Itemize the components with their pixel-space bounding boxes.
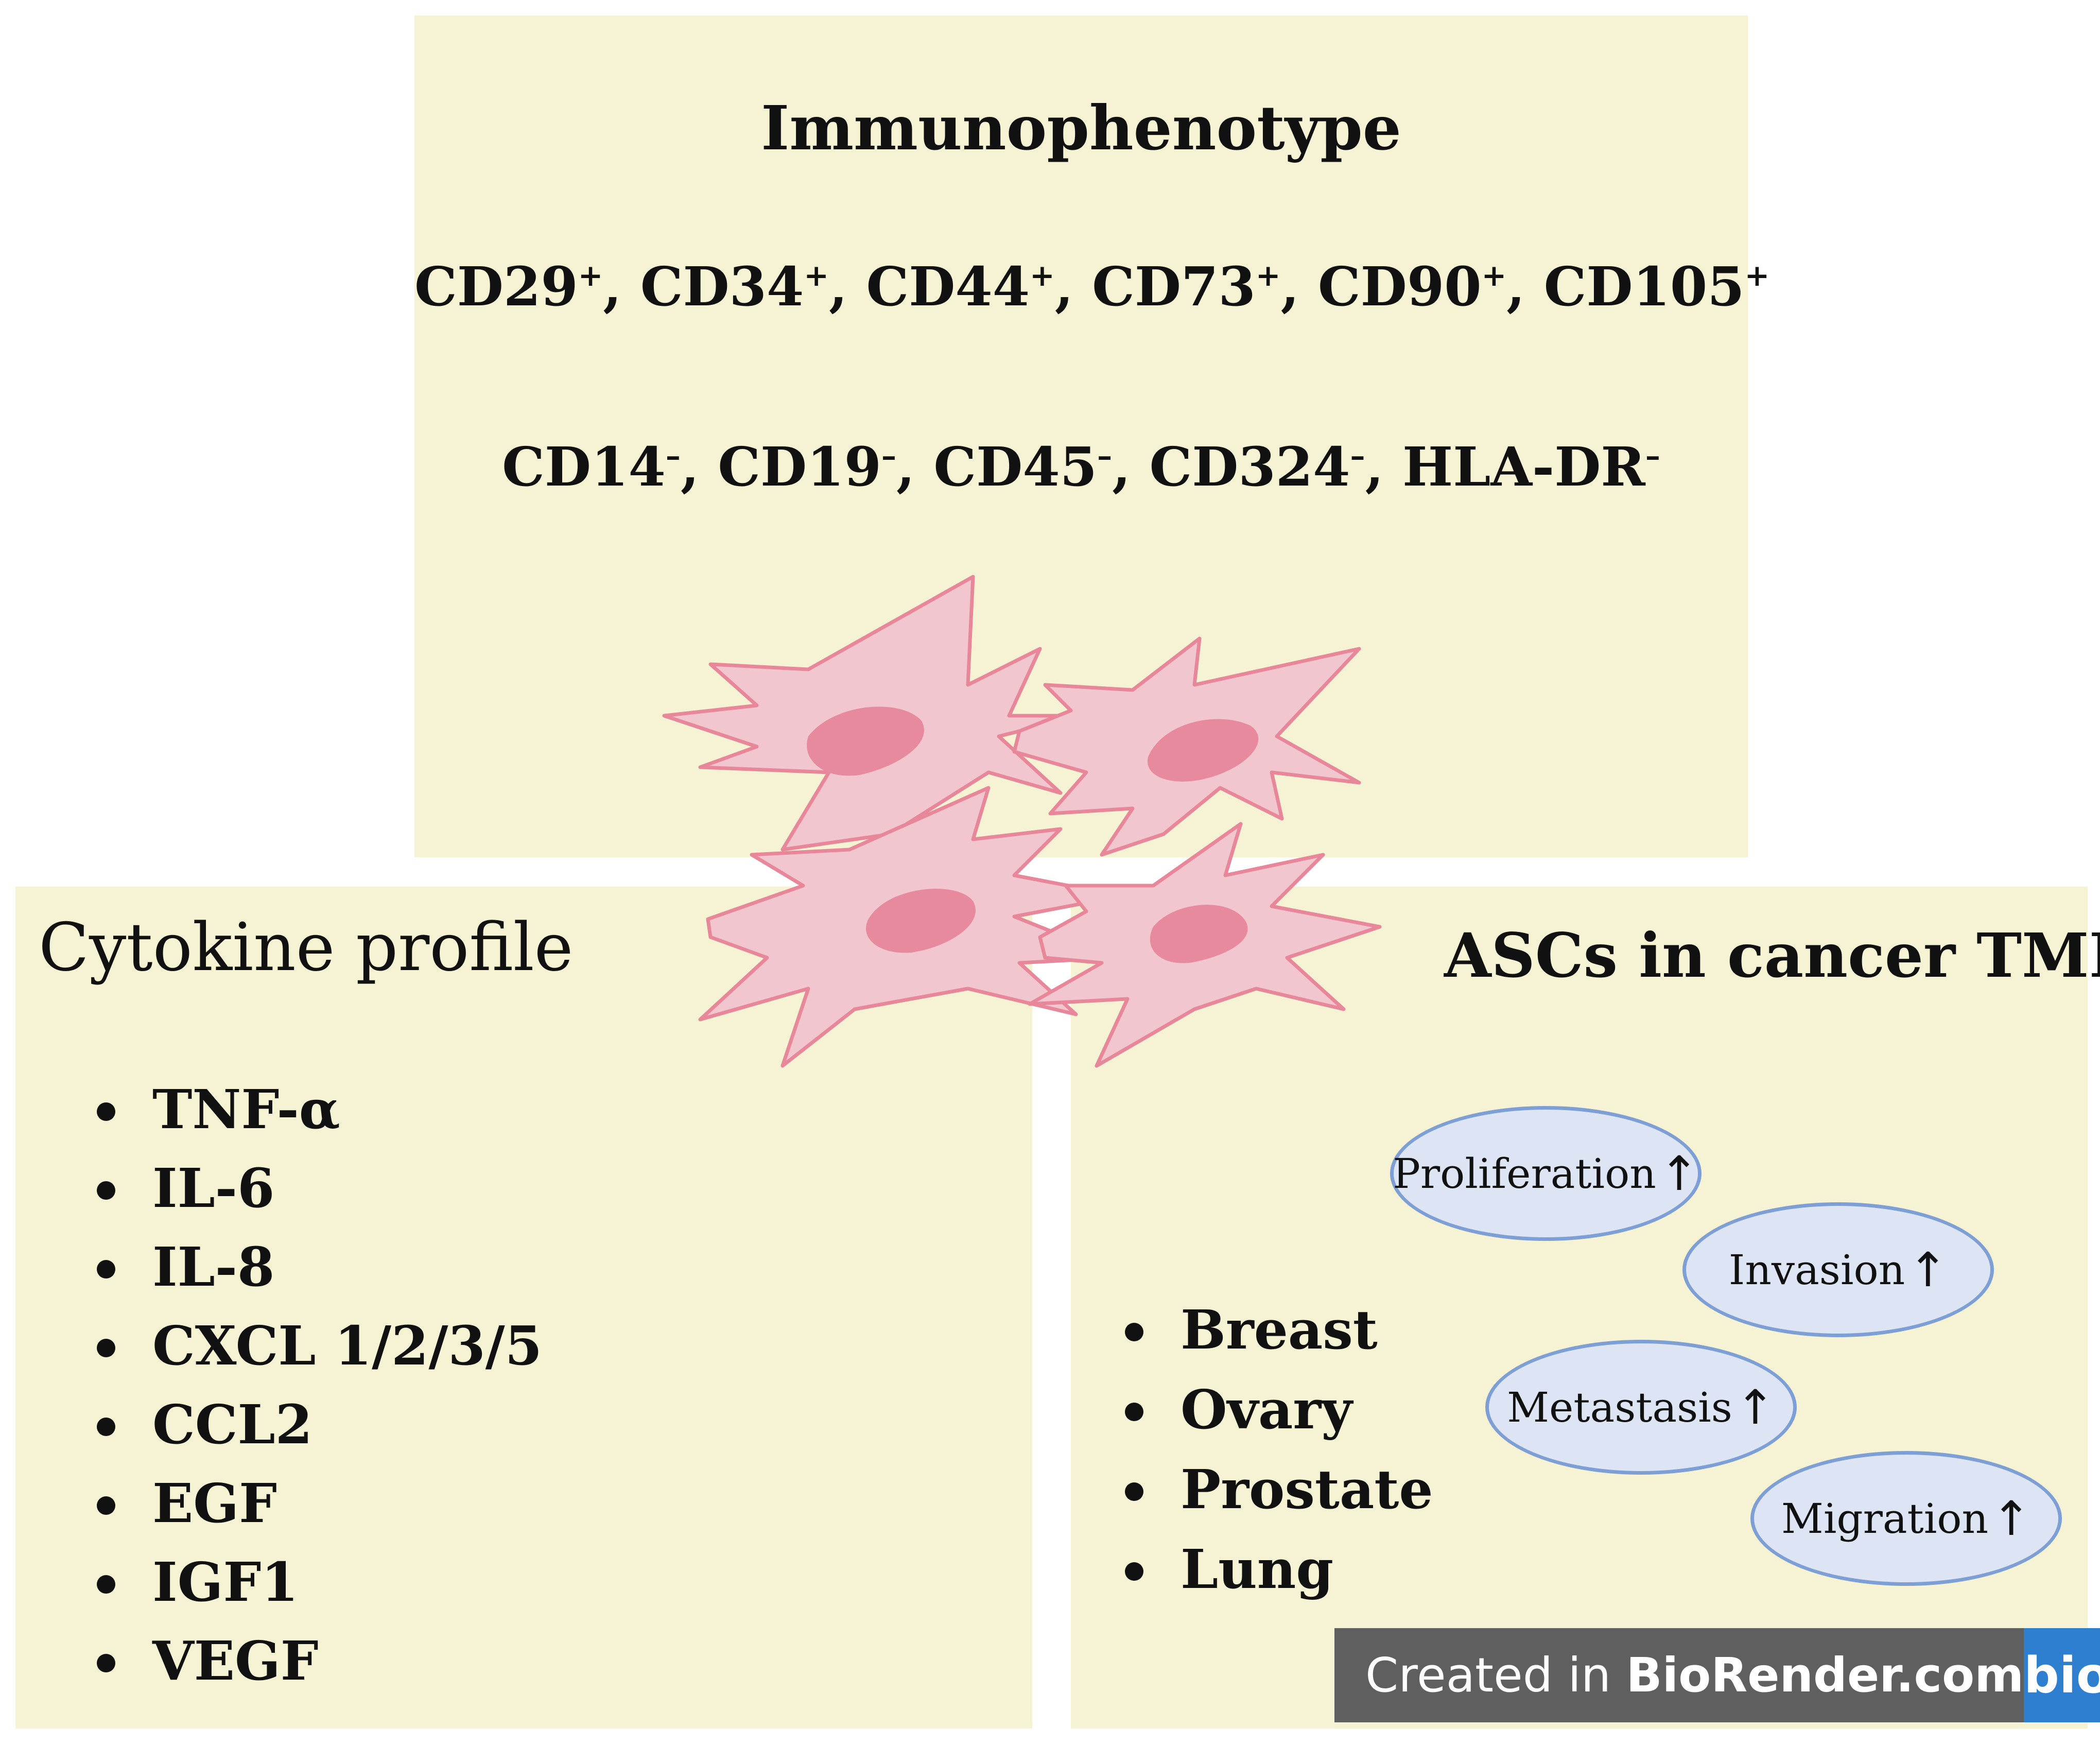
marker: CD29+ [414,255,603,318]
marker: CD105+ [1544,255,1770,318]
positive-markers: CD29+, CD34+, CD44+, CD73+, CD90+, CD105… [414,255,1770,318]
marker-sign: + [1481,258,1507,293]
marker-name: HLA-DR [1402,435,1645,498]
list-item: Lung [1120,1529,1433,1609]
marker: CD34+ [640,255,829,318]
cell-icon [1012,636,1361,857]
marker: HLA-DR– [1402,435,1660,498]
marker: CD90+ [1318,255,1506,318]
marker-sign: + [1030,258,1055,293]
list-item: Ovary [1120,1370,1433,1449]
effect-ellipse-migration: Migration↑ [1750,1451,2062,1586]
marker-sign: – [1350,438,1365,473]
negative-markers: CD14–, CD19–, CD45–, CD324–, HLA-DR– [502,435,1660,498]
marker-sign: – [665,438,681,473]
marker-sign: + [578,258,603,293]
marker-name: CD45 [933,435,1098,498]
list-item: TNF-α [92,1070,542,1149]
list-item: Prostate [1120,1449,1433,1529]
tme-title: ASCs in cancer TME [1444,920,2100,991]
cancer-list: Breast Ovary Prostate Lung [1120,1290,1433,1609]
cell-icon [662,575,1083,852]
list-item: IL-8 [92,1228,542,1306]
list-item: CCL2 [92,1385,542,1464]
cell-icon [698,786,1124,1068]
list-item: IL-6 [92,1149,542,1228]
marker-name: CD105 [1543,255,1745,318]
effect-ellipse-metastasis: Metastasis↑ [1485,1340,1797,1475]
effect-label: Invasion [1728,1246,1905,1294]
effect-ellipse-invasion: Invasion↑ [1682,1202,1994,1337]
watermark-prefix: Created in [1365,1648,1626,1703]
watermark-brand: BioRender.com [1626,1648,2024,1703]
marker: CD44+ [866,255,1054,318]
watermark-text: Created in BioRender.com [1334,1648,2024,1703]
marker: CD45– [933,435,1112,498]
biorender-watermark: Created in BioRender.com bio [1334,1628,2100,1722]
marker: CD19– [718,435,896,498]
marker-sign: – [881,438,896,473]
marker-sign: – [1097,438,1113,473]
list-item: CXCL 1/2/3/5 [92,1306,542,1385]
marker-name: CD29 [414,255,578,318]
effect-ellipse-proliferation: Proliferation↑ [1390,1106,1702,1241]
effect-label: Migration [1781,1494,1988,1543]
marker-name: CD14 [502,435,666,498]
biorender-logo-icon: bio [2024,1628,2100,1722]
marker-name: CD44 [866,255,1030,318]
up-arrow-icon: ↑ [1659,1146,1699,1201]
marker-sign: + [1744,258,1770,293]
cell-icon [1028,822,1382,1068]
marker-name: CD73 [1092,255,1256,318]
up-arrow-icon: ↑ [1908,1242,1948,1298]
up-arrow-icon: ↑ [1735,1379,1775,1435]
cytokine-list: TNF-α IL-6 IL-8 CXCL 1/2/3/5 CCL2 EGF IG… [92,1070,542,1700]
marker-sign: + [804,258,829,293]
effect-label: Proliferation [1393,1149,1656,1198]
marker-name: CD19 [718,435,881,498]
list-item: EGF [92,1464,542,1543]
list-item: VEGF [92,1621,542,1700]
marker-name: CD34 [640,255,804,318]
marker-name: CD324 [1149,435,1350,498]
marker: CD73+ [1092,255,1280,318]
marker: CD14– [502,435,681,498]
effect-label: Metastasis [1507,1383,1732,1431]
marker: CD324– [1149,435,1365,498]
list-item: Breast [1120,1290,1433,1370]
immunophenotype-title: Immunophenotype [761,92,1401,164]
list-item: IGF1 [92,1543,542,1621]
marker-sign: + [1255,258,1281,293]
cytokine-panel: Cytokine profile [15,887,1032,1729]
up-arrow-icon: ↑ [1991,1491,2032,1546]
marker-sign: – [1645,438,1660,473]
cytokine-title: Cytokine profile [39,909,574,986]
stromal-cells-illustration [662,575,1382,1068]
marker-name: CD90 [1317,255,1482,318]
